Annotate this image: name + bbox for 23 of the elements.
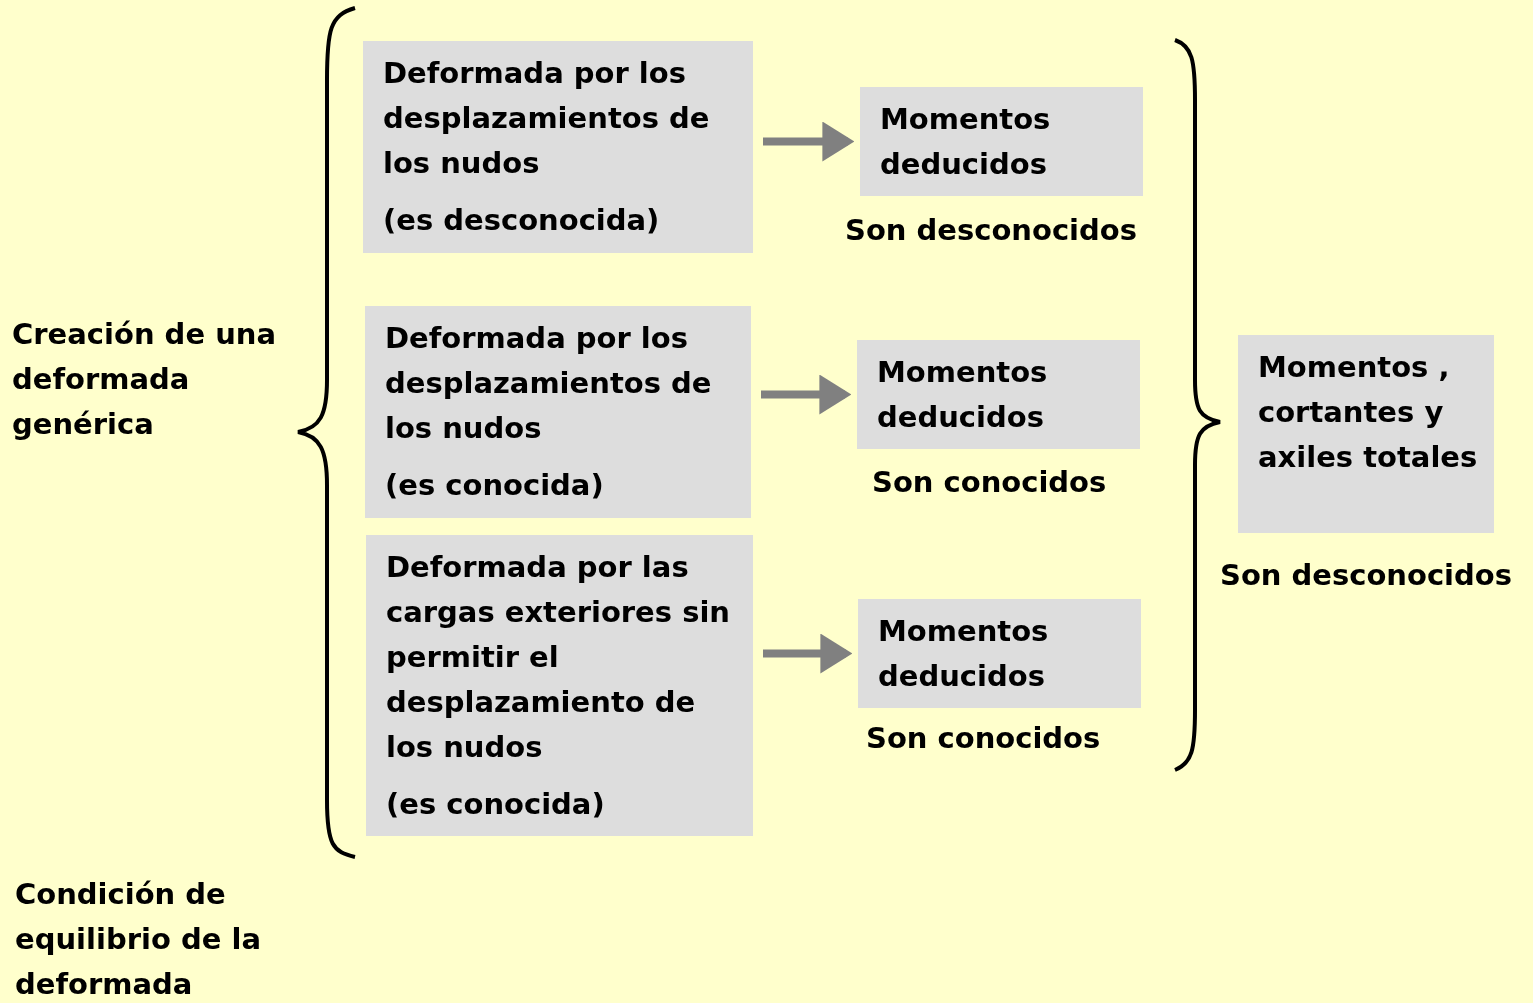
text-box (365, 306, 751, 518)
caption-text: Son desconocidos (845, 212, 1137, 249)
caption-text: Son conocidos (872, 464, 1107, 501)
text-box (857, 340, 1140, 449)
box-note: (es conocida) (386, 786, 606, 823)
text-box (858, 599, 1141, 708)
side-note: Condición de equilibrio de la deformada (15, 876, 262, 1003)
text-box (366, 535, 753, 836)
box-text: Momentos , cortantes y axiles totales (1258, 349, 1478, 476)
box-text: Momentos deducidos (877, 354, 1049, 436)
caption-text: Son conocidos (866, 720, 1101, 757)
caption-text: Son desconocidos (1220, 557, 1512, 594)
text-box (860, 87, 1143, 196)
text-box (1238, 335, 1494, 533)
box-note: (es desconocida) (383, 202, 661, 239)
box-note: (es conocida) (385, 467, 605, 504)
box-text: Momentos deducidos (878, 613, 1050, 695)
box-text: Momentos deducidos (880, 101, 1052, 183)
box-text: Deformada por las cargas exteriores sin permitir el desplazamiento de los nudos (386, 549, 731, 766)
text-box (363, 41, 753, 253)
box-text: Deformada por los desplazamientos de los nudos (385, 320, 713, 447)
side-note: Creación de una deformada genérica (12, 316, 277, 443)
box-text: Deformada por los desplazamientos de los nudos (383, 55, 711, 182)
